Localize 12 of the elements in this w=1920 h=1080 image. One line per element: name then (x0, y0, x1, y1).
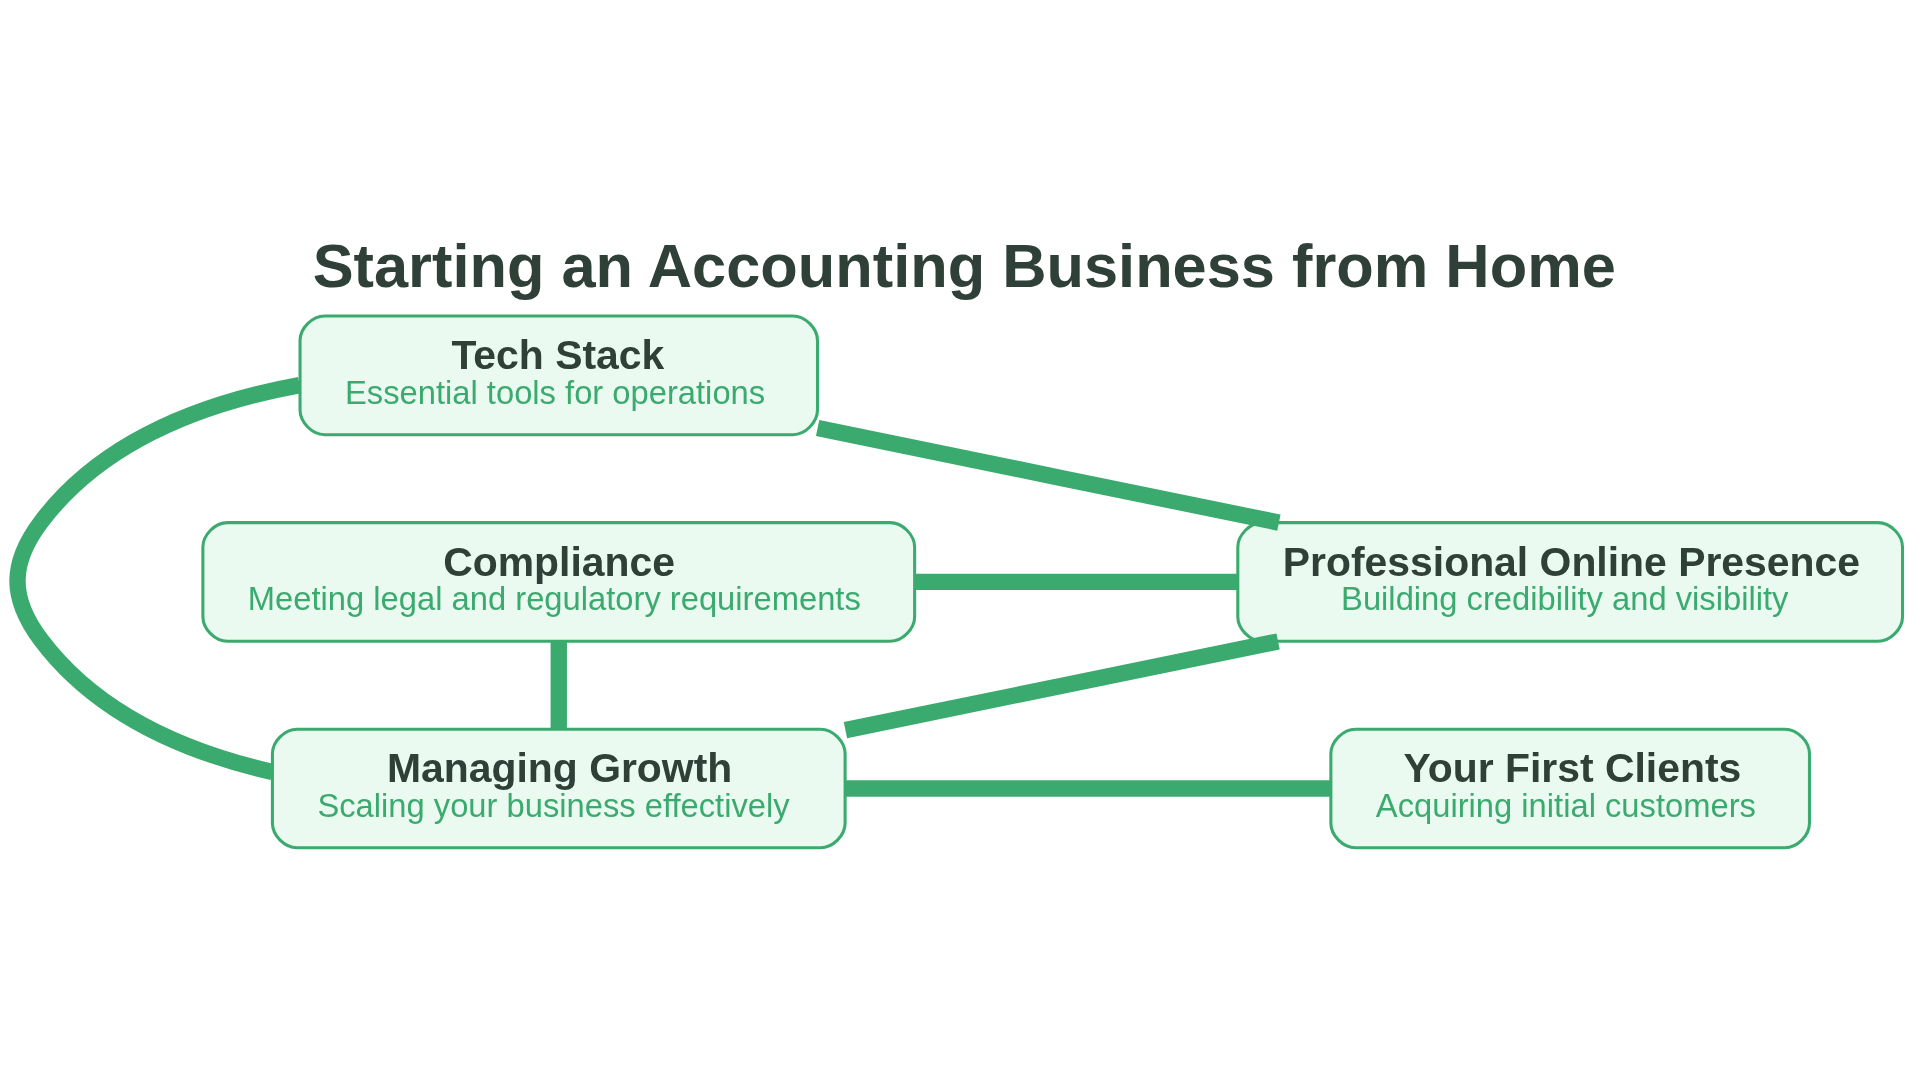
connector (816, 420, 1281, 531)
connector (843, 633, 1280, 739)
connector (550, 641, 567, 729)
connector (9, 377, 302, 780)
node-box: Professional Online Presence Building credibility and visibility (1236, 521, 1905, 643)
node-box: Compliance Meeting legal and regulatory requirements (201, 521, 917, 643)
connector (845, 780, 1331, 797)
node-box: Your First Clients Acquiring initial customers (1329, 727, 1811, 850)
connector (915, 573, 1238, 591)
node-box: Tech Stack Essential tools for operations (298, 314, 820, 437)
node-box: Managing Growth Scaling your business effectively (270, 727, 847, 850)
diagram-title: Starting an Accounting Business from Home (312, 231, 1616, 301)
